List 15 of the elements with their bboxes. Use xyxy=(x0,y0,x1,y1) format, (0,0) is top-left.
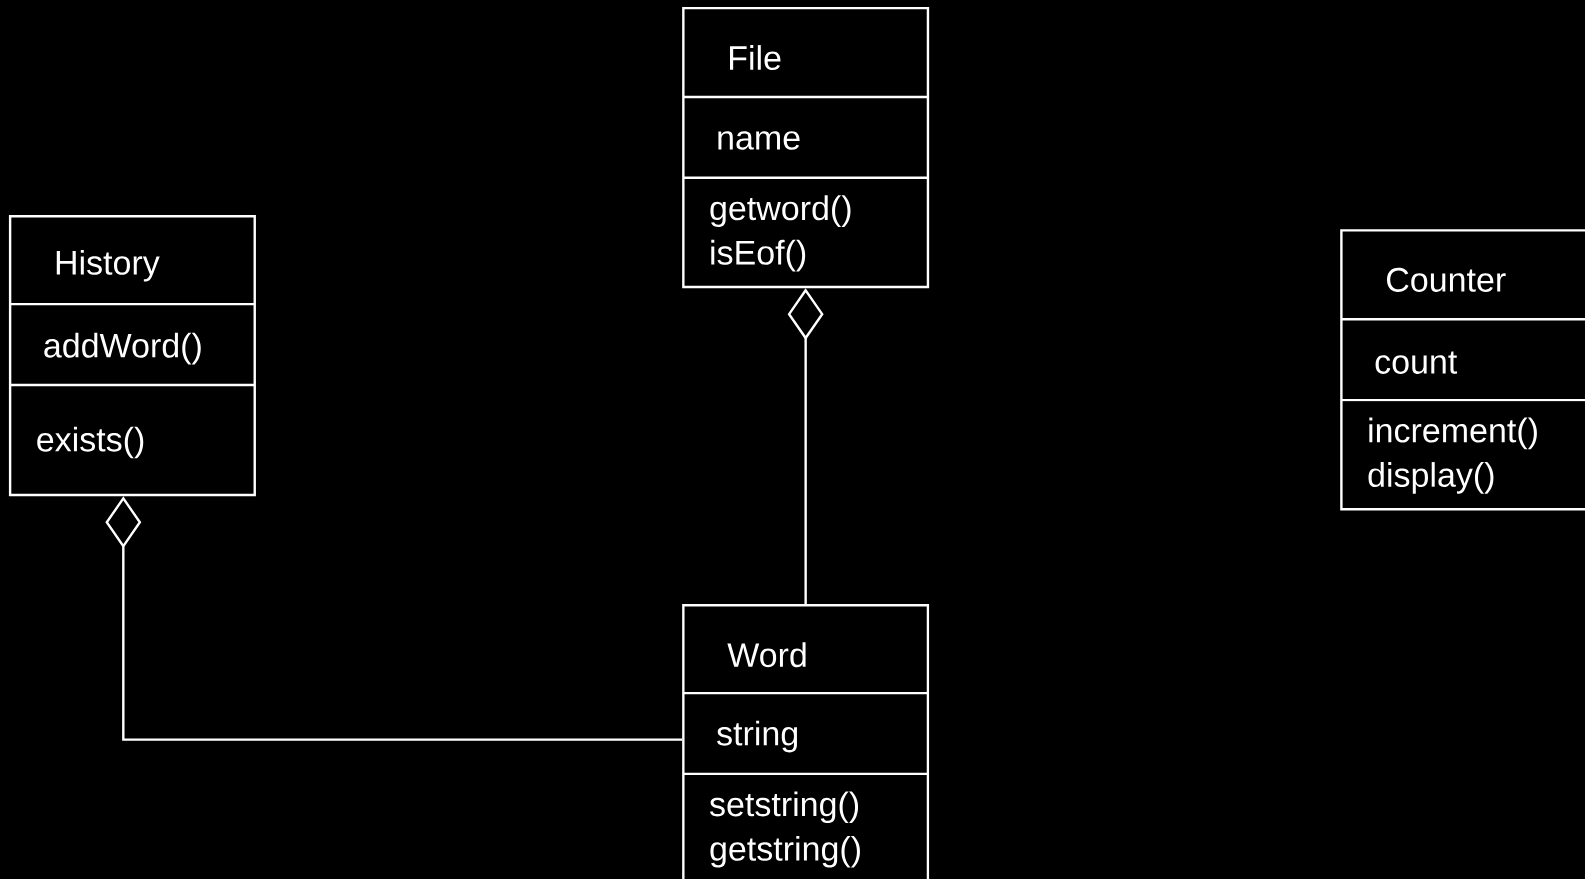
method-text: isEof() xyxy=(711,239,806,272)
attribute-text: count xyxy=(1375,351,1458,374)
class-name: Word xyxy=(727,642,806,668)
attribute-text: name xyxy=(718,131,800,150)
attribute-text: string xyxy=(717,720,798,753)
method-text: addWord() xyxy=(44,332,201,365)
class-name: History xyxy=(56,249,160,282)
method-text: getstring() xyxy=(710,835,860,868)
method-text: increment() xyxy=(1369,417,1537,450)
class-name: Counter xyxy=(1387,267,1506,292)
method-text: getword() xyxy=(710,195,851,227)
method-text: display() xyxy=(1368,462,1494,494)
method-text: setstring() xyxy=(709,791,859,824)
method-text: exists() xyxy=(37,426,144,459)
class-name: File xyxy=(730,45,781,71)
